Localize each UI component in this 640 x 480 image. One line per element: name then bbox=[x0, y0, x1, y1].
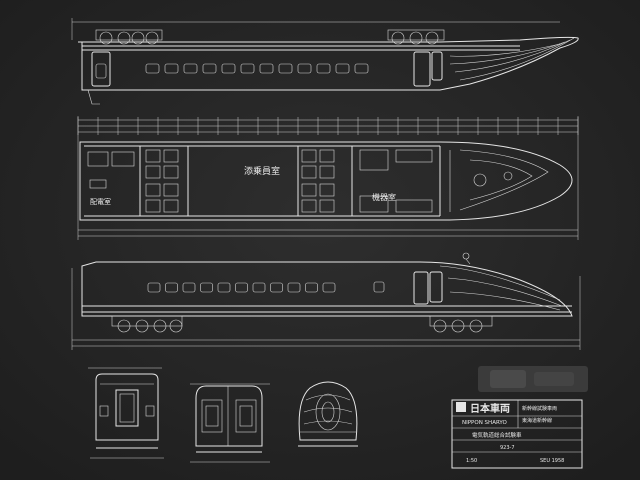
window bbox=[217, 282, 231, 293]
cross-section-cabin bbox=[190, 383, 270, 463]
cross-section-rear bbox=[88, 367, 164, 459]
window bbox=[354, 63, 369, 74]
window bbox=[165, 282, 178, 293]
front-view-nose bbox=[298, 381, 358, 447]
label-crew-room: 添乗員室 bbox=[244, 165, 280, 177]
title-small-text-1: 新幹線試験車両 bbox=[522, 405, 557, 412]
window bbox=[259, 63, 274, 74]
drawing-date: SEU 1958 bbox=[540, 458, 564, 464]
window bbox=[252, 282, 266, 293]
window bbox=[145, 63, 160, 74]
label-equipment-room: 機器室 bbox=[372, 192, 396, 202]
window bbox=[182, 282, 196, 293]
drawing-scale: 1:50 bbox=[466, 458, 477, 464]
label-left-room: 配電室 bbox=[90, 197, 111, 206]
blurred-stamp bbox=[478, 366, 588, 392]
window bbox=[316, 63, 331, 74]
brand-jp: 日本車両 bbox=[470, 402, 510, 415]
drawing-number: 923-7 bbox=[500, 445, 515, 451]
window bbox=[240, 63, 255, 74]
company-logo-icon bbox=[456, 402, 466, 412]
brand-en: NIPPON SHARYO bbox=[462, 420, 507, 426]
window bbox=[183, 63, 198, 74]
window bbox=[202, 63, 217, 74]
side-elevation-bottom bbox=[71, 252, 581, 350]
drawing-title: 電気軌道総合試験車 bbox=[472, 431, 522, 439]
title-small-text-2: 東海道新幹線 bbox=[522, 417, 552, 424]
window bbox=[164, 63, 179, 74]
window bbox=[235, 282, 248, 293]
side-elevation-top bbox=[71, 18, 579, 105]
window bbox=[147, 282, 161, 293]
window bbox=[322, 282, 336, 293]
window bbox=[270, 282, 283, 293]
window bbox=[200, 282, 213, 293]
window bbox=[305, 282, 318, 293]
window bbox=[297, 63, 312, 74]
window bbox=[221, 63, 236, 74]
window bbox=[278, 63, 293, 74]
title-block: 日本車両 NIPPON SHARYO 新幹線試験車両 東海道新幹線 電気軌道総合… bbox=[451, 399, 583, 469]
plan-view: 添乗員室 機器室 配電室 bbox=[77, 116, 579, 240]
window bbox=[287, 282, 301, 293]
window bbox=[335, 63, 350, 74]
